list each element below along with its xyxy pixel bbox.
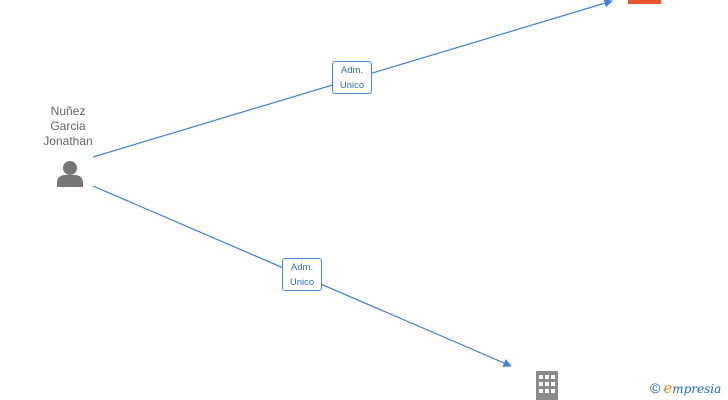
copyright-icon: © (650, 380, 661, 396)
person-name-line: Garcia (50, 119, 86, 133)
relation-role-detail: Unico (339, 80, 365, 91)
company-icon-top[interactable] (628, 0, 661, 4)
relation-role: Adm. (340, 65, 364, 76)
relation-role: Adm. (290, 262, 314, 273)
relation-role-detail: Unico (289, 277, 315, 288)
relation-label-bottom[interactable]: Adm. Unico (282, 258, 322, 291)
brand-logo-initial: e (663, 379, 673, 397)
person-name[interactable]: Nuñez Garcia Jonathan (30, 104, 106, 149)
company-icon-bottom[interactable] (536, 371, 558, 400)
person-name-line: Nuñez (50, 104, 86, 118)
person-icon[interactable] (57, 161, 83, 187)
relation-label-top[interactable]: Adm. Unico (332, 61, 372, 94)
brand-logo-text: mpresia (672, 382, 722, 396)
person-name-line: Jonathan (43, 134, 93, 148)
empresia-watermark: ©empresia (650, 379, 721, 397)
